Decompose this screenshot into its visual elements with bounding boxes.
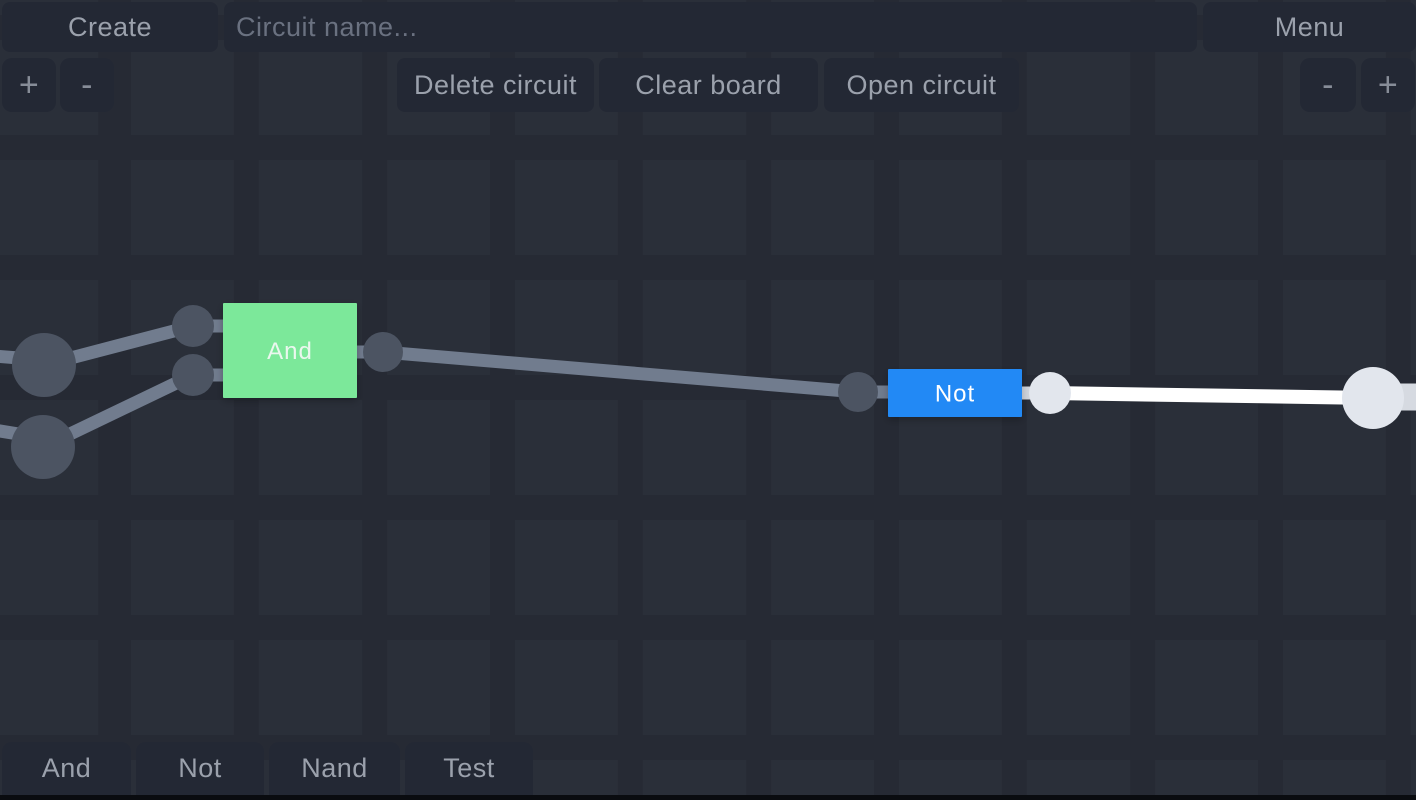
gate-not-label: Not (935, 381, 975, 408)
and-input-node-2[interactable] (172, 354, 214, 396)
wire-and-to-not (382, 345, 859, 399)
gate-and-body[interactable] (223, 303, 357, 398)
clear-board-button[interactable]: Clear board (599, 58, 818, 112)
nodes-layer (11, 305, 1404, 479)
zoom-out-button-right[interactable]: - (1300, 58, 1356, 112)
not-input-node[interactable] (838, 372, 878, 412)
create-button[interactable]: Create (2, 2, 218, 52)
zoom-in-button-right[interactable]: + (1361, 58, 1415, 112)
palette-item-and[interactable]: And (2, 742, 131, 795)
input-node-1[interactable] (12, 333, 76, 397)
wire-not-to-output (1049, 386, 1374, 405)
zoom-in-button-left[interactable]: + (2, 58, 56, 112)
wires-layer (0, 319, 1416, 453)
palette-item-nand[interactable]: Nand (269, 742, 400, 795)
gate-not-body[interactable] (888, 369, 1022, 417)
input-node-2[interactable] (11, 415, 75, 479)
open-circuit-button[interactable]: Open circuit (824, 58, 1019, 112)
output-node[interactable] (1342, 367, 1404, 429)
circuit-name-input[interactable] (224, 2, 1197, 52)
bottom-strip (0, 795, 1416, 800)
and-output-node[interactable] (363, 332, 403, 372)
zoom-out-button-left[interactable]: - (60, 58, 114, 112)
delete-circuit-button[interactable]: Delete circuit (397, 58, 594, 112)
menu-button[interactable]: Menu (1203, 2, 1416, 52)
palette-item-not[interactable]: Not (136, 742, 264, 795)
palette-item-test[interactable]: Test (405, 742, 533, 795)
not-output-node[interactable] (1029, 372, 1071, 414)
gate-and[interactable]: And (223, 303, 357, 398)
gate-and-label: And (267, 338, 313, 365)
and-input-node-1[interactable] (172, 305, 214, 347)
gate-not[interactable]: Not (888, 369, 1022, 417)
